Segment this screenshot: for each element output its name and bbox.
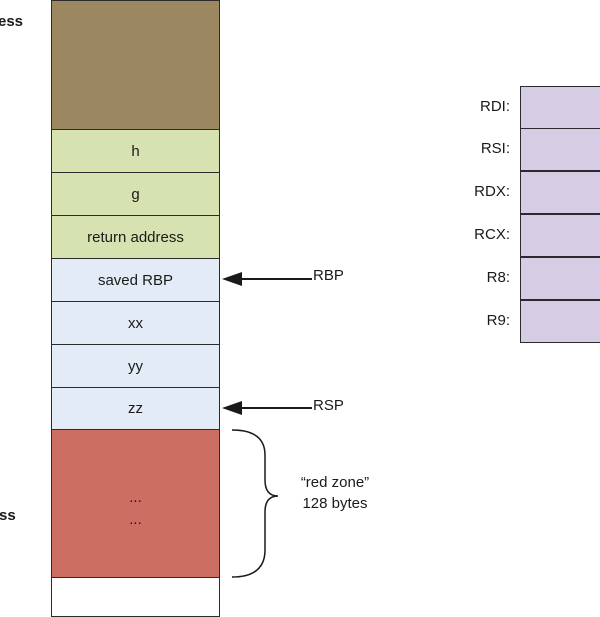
rbp-arrow bbox=[222, 272, 312, 286]
rsp-arrow bbox=[222, 401, 312, 415]
register-box-rcx bbox=[520, 214, 600, 257]
stack-cell-label: xx bbox=[128, 314, 143, 332]
rbp-label: RBP bbox=[313, 267, 344, 284]
red-zone-brace bbox=[231, 429, 279, 578]
red-zone-annotation: “red zone” 128 bytes bbox=[280, 472, 390, 514]
stack-cell-label: return address bbox=[87, 228, 184, 246]
register-box-rdi bbox=[520, 86, 600, 129]
register-box-r9 bbox=[520, 300, 600, 343]
red-zone-title: “red zone” bbox=[300, 474, 370, 491]
diagram-lines bbox=[222, 272, 312, 578]
stack-cell-label: g bbox=[131, 185, 140, 203]
register-label-rsi: RSI: bbox=[480, 140, 510, 157]
register-label-r9: R9: bbox=[486, 312, 510, 329]
register-label-rdx: RDX: bbox=[474, 183, 510, 200]
cut-mark-g: . bbox=[0, 184, 1, 197]
stack-cell-red-zone: ... ... bbox=[51, 429, 220, 578]
stack-cell-label: ... ... bbox=[129, 488, 142, 528]
register-box-r8 bbox=[520, 257, 600, 300]
bottom-address-label: ss bbox=[0, 507, 16, 524]
register-label-rcx: RCX: bbox=[474, 226, 510, 243]
stack-cell-label: zz bbox=[128, 400, 143, 417]
register-label-rdi: RDI: bbox=[480, 98, 510, 115]
red-zone-size: 128 bytes bbox=[302, 495, 368, 512]
stack-cell-g: g bbox=[51, 172, 220, 216]
stack-cell-saved-rbp: saved RBP bbox=[51, 258, 220, 302]
stack-cell-unused bbox=[51, 0, 220, 130]
stack-cell-zz: zz bbox=[51, 387, 220, 430]
stack-cell-label: yy bbox=[128, 357, 143, 375]
stack-cell-yy: yy bbox=[51, 344, 220, 388]
register-label-r8: R8: bbox=[486, 269, 510, 286]
register-box-rdx bbox=[520, 171, 600, 214]
cut-mark-h: . bbox=[0, 142, 1, 155]
stack-cell-h: h bbox=[51, 129, 220, 173]
register-box-rsi bbox=[520, 128, 600, 171]
stack-cell-label: h bbox=[131, 142, 140, 160]
rsp-label: RSP bbox=[313, 397, 344, 414]
stack-cell-label: saved RBP bbox=[97, 271, 174, 289]
top-address-label: ess bbox=[0, 13, 24, 30]
